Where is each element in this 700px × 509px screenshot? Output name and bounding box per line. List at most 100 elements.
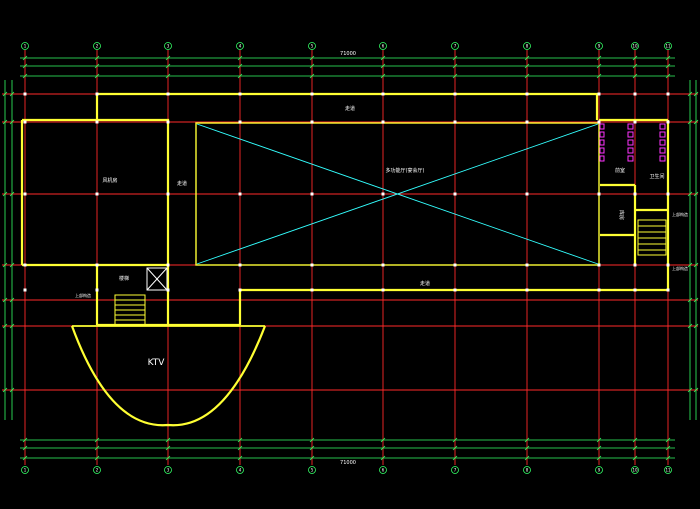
toilet-fixture — [659, 147, 666, 154]
dimension-lines-top — [20, 57, 675, 77]
column-dot — [666, 263, 670, 267]
column-dot — [310, 92, 314, 96]
grid-bubble — [164, 42, 172, 50]
dim-tick — [693, 119, 699, 125]
grid-bubble — [164, 466, 172, 474]
dim-tick — [165, 55, 171, 61]
dim-tick — [2, 387, 8, 393]
dim-tick — [665, 63, 671, 69]
dim-tick — [309, 63, 315, 69]
dim-tick — [665, 437, 671, 443]
dim-tick — [309, 455, 315, 461]
column-dot — [310, 192, 314, 196]
column-dot — [166, 92, 170, 96]
column-dot — [453, 92, 457, 96]
column-dot — [597, 120, 601, 124]
dim-tick — [596, 455, 602, 461]
column-dot — [23, 120, 27, 124]
column-dot — [633, 263, 637, 267]
column-dot — [633, 92, 637, 96]
column-dot — [666, 192, 670, 196]
dim-tick — [94, 445, 100, 451]
dim-tick — [596, 445, 602, 451]
dim-tick — [94, 455, 100, 461]
toilet-fixture — [659, 155, 666, 162]
dim-tick — [632, 73, 638, 79]
dim-tick — [596, 63, 602, 69]
dim-tick — [380, 55, 386, 61]
dim-tick — [9, 323, 15, 329]
column-dot — [597, 288, 601, 292]
grid-bubble-label: 10 — [632, 468, 638, 473]
dim-tick — [22, 73, 28, 79]
grid-bubble-label: 7 — [454, 44, 457, 49]
grid-bubble-label: 9 — [598, 44, 601, 49]
dim-tick — [309, 437, 315, 443]
dimension-lines-right — [689, 80, 697, 420]
column-dot — [238, 92, 242, 96]
walls — [20, 92, 670, 327]
grid-bubble-label: 9 — [598, 468, 601, 473]
dim-tick — [9, 262, 15, 268]
dim-tick — [380, 73, 386, 79]
column-dot — [525, 120, 529, 124]
grid-bubble-label: 3 — [167, 44, 170, 49]
dim-tick — [665, 55, 671, 61]
label-washroom: 卫生间 — [649, 173, 664, 180]
column-dot — [666, 120, 670, 124]
column-dot — [23, 288, 27, 292]
grid-bubble — [595, 42, 603, 50]
column-dot — [597, 92, 601, 96]
toilet-fixture — [659, 131, 666, 138]
dim-tick — [309, 445, 315, 451]
toilet-fixture — [627, 123, 634, 130]
dim-tick — [452, 445, 458, 451]
grid-bubble — [523, 466, 531, 474]
column-dot — [525, 288, 529, 292]
dim-tick — [380, 445, 386, 451]
column-dot — [310, 120, 314, 124]
dim-tick — [693, 262, 699, 268]
grid-bubble-label: 3 — [167, 468, 170, 473]
dim-tick — [524, 73, 530, 79]
toilet-fixture — [627, 155, 634, 162]
column-dot — [238, 288, 242, 292]
grid-bubble — [379, 42, 387, 50]
dim-tick — [165, 437, 171, 443]
column-dot — [381, 120, 385, 124]
grid-bubble-label: 8 — [526, 468, 529, 473]
dim-tick — [524, 437, 530, 443]
column-dot — [166, 120, 170, 124]
dim-tick — [687, 297, 693, 303]
dim-tick — [237, 55, 243, 61]
dim-tick — [165, 63, 171, 69]
grid-bubble-label: 1 — [24, 44, 27, 49]
dim-tick — [693, 191, 699, 197]
dimension-lines-bottom — [20, 439, 675, 459]
label-corridor-mid: 走道 — [177, 180, 187, 187]
column-dot — [633, 288, 637, 292]
grid-bubble — [21, 466, 29, 474]
column-dot — [310, 288, 314, 292]
stair-symbol — [114, 294, 146, 326]
ktv-curved-wall — [70, 325, 267, 427]
dim-tick — [237, 437, 243, 443]
dim-tick — [94, 63, 100, 69]
structural-columns — [23, 92, 670, 292]
column-dot — [597, 192, 601, 196]
dim-tick — [22, 437, 28, 443]
dim-tick — [687, 387, 693, 393]
dimension-ticks — [2, 55, 699, 461]
column-dot — [453, 288, 457, 292]
sink-fixture — [599, 155, 605, 162]
washroom-fixtures — [599, 123, 666, 162]
elevator-symbol — [146, 267, 168, 291]
column-dot — [666, 92, 670, 96]
dim-tick — [665, 455, 671, 461]
dim-tick — [165, 445, 171, 451]
toilet-fixture — [659, 123, 666, 130]
column-dot — [238, 120, 242, 124]
dim-tick — [22, 63, 28, 69]
